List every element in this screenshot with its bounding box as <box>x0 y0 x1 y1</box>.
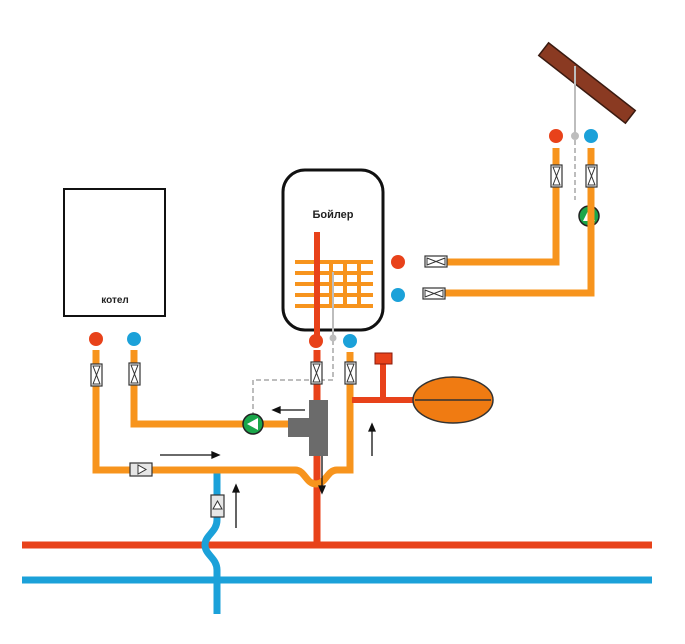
mixing-valve-port <box>288 418 312 437</box>
temperature-sensor-line <box>252 340 334 420</box>
check-valve-icon <box>129 462 153 477</box>
flow-arrow-icon <box>232 483 240 528</box>
shutoff-valve-icon <box>550 164 563 188</box>
solar-return-pipe <box>441 148 595 297</box>
shutoff-valve-icon <box>424 255 448 268</box>
shutoff-valve-icon <box>310 361 323 385</box>
flow-arrow-icon <box>318 456 326 495</box>
heater-hot-port <box>89 332 103 346</box>
boiler-sensor <box>329 334 337 342</box>
solar-hot-port <box>549 129 563 143</box>
boiler-tank-label: Бойлер <box>312 209 353 221</box>
shutoff-valve-icon <box>422 287 446 300</box>
coil-cold-port <box>391 288 405 302</box>
solar-cold-port <box>584 129 598 143</box>
solar-collector-icon <box>537 41 637 125</box>
cold-supply-riser <box>201 470 221 614</box>
heater-circulation-pump-icon <box>242 413 264 435</box>
solar-sensor <box>571 132 579 140</box>
shutoff-valve-icon <box>344 361 357 385</box>
mixing-valve-body <box>309 400 328 456</box>
heater-cold-port <box>127 332 141 346</box>
solar-hot-pipe <box>441 148 560 266</box>
coil-hot-port <box>391 255 405 269</box>
heater-supply-pipe <box>130 350 292 428</box>
shutoff-valve-icon <box>90 363 103 387</box>
safety-valve <box>374 352 393 365</box>
heater-label: котел <box>101 295 129 306</box>
boiler-hot-port <box>309 334 323 348</box>
flow-arrow-icon <box>160 451 221 459</box>
check-valve-icon <box>210 494 225 518</box>
flow-arrow-icon <box>271 406 305 414</box>
shutoff-valve-icon <box>128 362 141 386</box>
flow-arrow-icon <box>368 422 376 456</box>
heater-box <box>63 188 166 317</box>
boiler-cold-port <box>343 334 357 348</box>
shutoff-valve-icon <box>585 164 598 188</box>
heater-return-pipe <box>92 350 354 488</box>
